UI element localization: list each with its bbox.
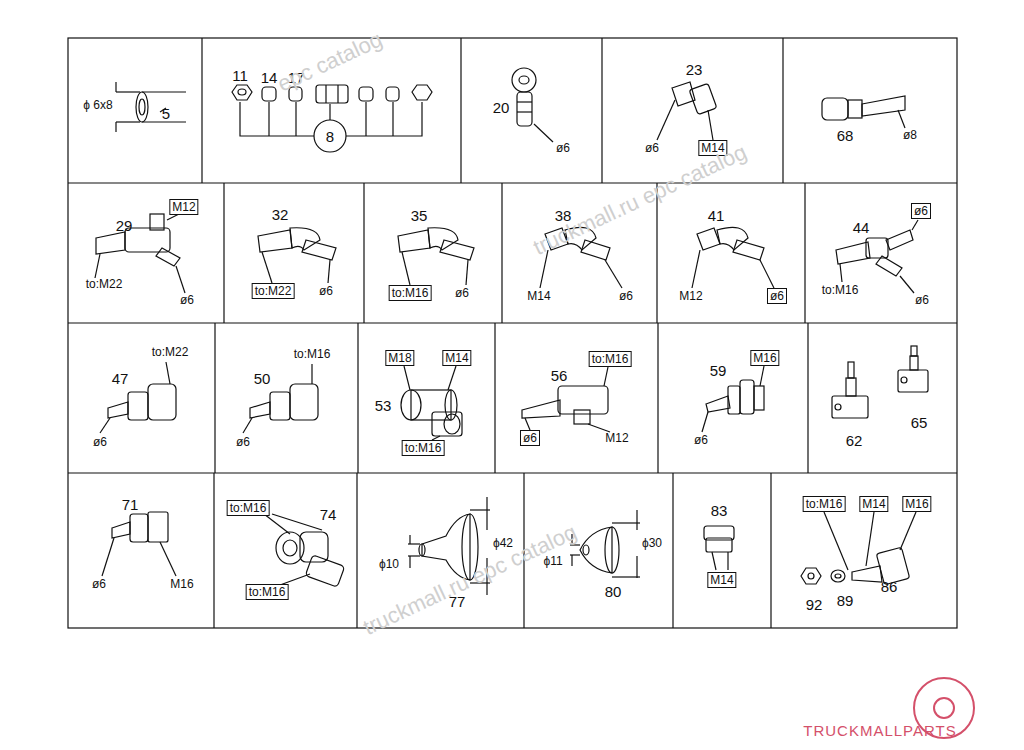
- dimension-label: M16: [170, 578, 193, 590]
- boxed-dimension: to:M16: [589, 351, 632, 367]
- boxed-dimension: to:M16: [227, 500, 270, 516]
- callout-number: 56: [551, 368, 568, 383]
- brand-logo: TRUCKMALLPARTS: [803, 723, 956, 738]
- boxed-dimension: ø6: [911, 203, 931, 219]
- dimension-label: ø6: [236, 436, 250, 448]
- boxed-dimension: M14: [707, 572, 736, 588]
- callout-number: 62: [846, 433, 863, 448]
- callout-number: 23: [686, 62, 703, 77]
- callout-number: 47: [112, 371, 129, 386]
- callout-number: 80: [605, 584, 622, 599]
- dimension-label: ϕ10: [379, 558, 399, 570]
- dimension-label: M12: [679, 290, 702, 302]
- boxed-dimension: to:M16: [803, 496, 846, 512]
- boxed-dimension: M14: [442, 350, 471, 366]
- dimension-label: to:M16: [294, 348, 331, 360]
- callout-number: 44: [853, 220, 870, 235]
- callout-number: 8: [326, 129, 334, 144]
- callout-number: 68: [837, 128, 854, 143]
- dimension-label: ø6: [92, 578, 106, 590]
- watermark: truckmall.ru epc catalog: [530, 141, 750, 259]
- dimension-label: ϕ 6x8: [83, 99, 112, 111]
- callout-number: 89: [837, 593, 854, 608]
- dimension-label: ø6: [556, 142, 570, 154]
- boxed-dimension: M16: [902, 496, 931, 512]
- callout-number: 50: [254, 371, 271, 386]
- dimension-label: ø6: [180, 294, 194, 306]
- callout-number: 41: [708, 208, 725, 223]
- callout-number: 83: [711, 503, 728, 518]
- callout-number: 20: [493, 100, 510, 115]
- callout-number: 29: [116, 218, 133, 233]
- boxed-dimension: M18: [385, 350, 414, 366]
- dimension-label: to:M16: [822, 284, 859, 296]
- dimension-label: M12: [605, 432, 628, 444]
- dimension-label: ø6: [645, 142, 659, 154]
- callout-number: 71: [122, 497, 139, 512]
- dimension-label: ø6: [93, 436, 107, 448]
- callout-number: 35: [411, 208, 428, 223]
- callout-number: 74: [320, 507, 337, 522]
- boxed-dimension: ø6: [767, 288, 787, 304]
- boxed-dimension: to:M16: [246, 584, 289, 600]
- callout-number: 11: [232, 68, 248, 83]
- boxed-dimension: to:M16: [389, 285, 432, 301]
- callout-number: 59: [710, 363, 727, 378]
- dimension-label: to:M22: [152, 346, 189, 358]
- callout-number: 65: [911, 415, 928, 430]
- dimension-label: ø6: [694, 434, 708, 446]
- dimension-label: ϕ11: [543, 555, 562, 567]
- boxed-dimension: M14: [859, 496, 888, 512]
- callout-number: 5: [162, 106, 170, 121]
- callout-number: 32: [272, 207, 289, 222]
- callout-number: 86: [881, 579, 898, 594]
- boxed-dimension: to:M22: [252, 283, 295, 299]
- dimension-label: ø6: [455, 287, 469, 299]
- boxed-dimension: M12: [169, 199, 198, 215]
- dimension-label: ø6: [619, 290, 633, 302]
- dimension-label: ø6: [319, 285, 333, 297]
- dimension-label: ø8: [903, 129, 917, 141]
- boxed-dimension: to:M16: [402, 440, 445, 456]
- boxed-dimension: M16: [750, 350, 779, 366]
- dimension-label: ϕ30: [642, 537, 662, 549]
- dimension-label: M14: [527, 290, 550, 302]
- dimension-label: ø6: [915, 294, 929, 306]
- callout-number: 53: [375, 398, 392, 413]
- dimension-label: to:M22: [86, 278, 123, 290]
- callout-number: 92: [806, 597, 823, 612]
- boxed-dimension: ø6: [520, 430, 540, 446]
- dimension-label: ϕ42: [493, 537, 513, 549]
